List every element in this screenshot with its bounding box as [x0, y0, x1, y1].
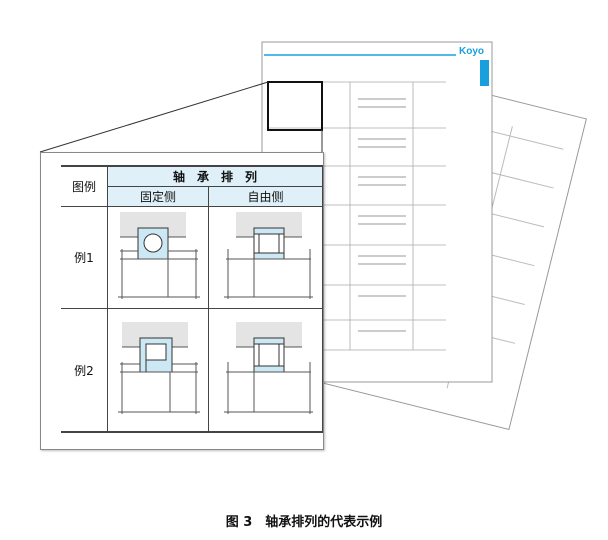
header-arrangement: 轴 承 排 列 — [107, 165, 323, 187]
highlight-box — [267, 81, 323, 131]
bearing-arrangement-table: 图例 轴 承 排 列 固定侧 自由侧 例1 — [61, 165, 323, 433]
koyo-logo: Koyo — [459, 46, 484, 57]
row-label: 例1 — [61, 206, 108, 309]
cylindrical-roller-bearing-icon — [223, 321, 313, 414]
header-fixed: 固定侧 — [107, 186, 209, 207]
header-example: 图例 — [61, 165, 108, 207]
zoomed-table-panel: 图例 轴 承 排 列 固定侧 自由侧 例1 — [40, 152, 324, 450]
header-free: 自由侧 — [208, 186, 323, 207]
cylindrical-roller-bearing-with-ribs-icon — [118, 321, 200, 414]
figure-caption: 图 3 轴承排列的代表示例 — [225, 515, 383, 530]
free-side-cell — [208, 308, 323, 433]
table-row: 例1 — [61, 206, 323, 309]
fixed-side-cell — [107, 308, 209, 433]
cylindrical-roller-bearing-icon — [223, 212, 313, 299]
table-row: 例2 — [61, 308, 323, 433]
row-label: 例2 — [61, 308, 108, 433]
deep-groove-ball-bearing-icon — [118, 212, 200, 299]
free-side-cell — [208, 206, 323, 309]
connector-line — [39, 81, 269, 153]
fixed-side-cell — [107, 206, 209, 309]
